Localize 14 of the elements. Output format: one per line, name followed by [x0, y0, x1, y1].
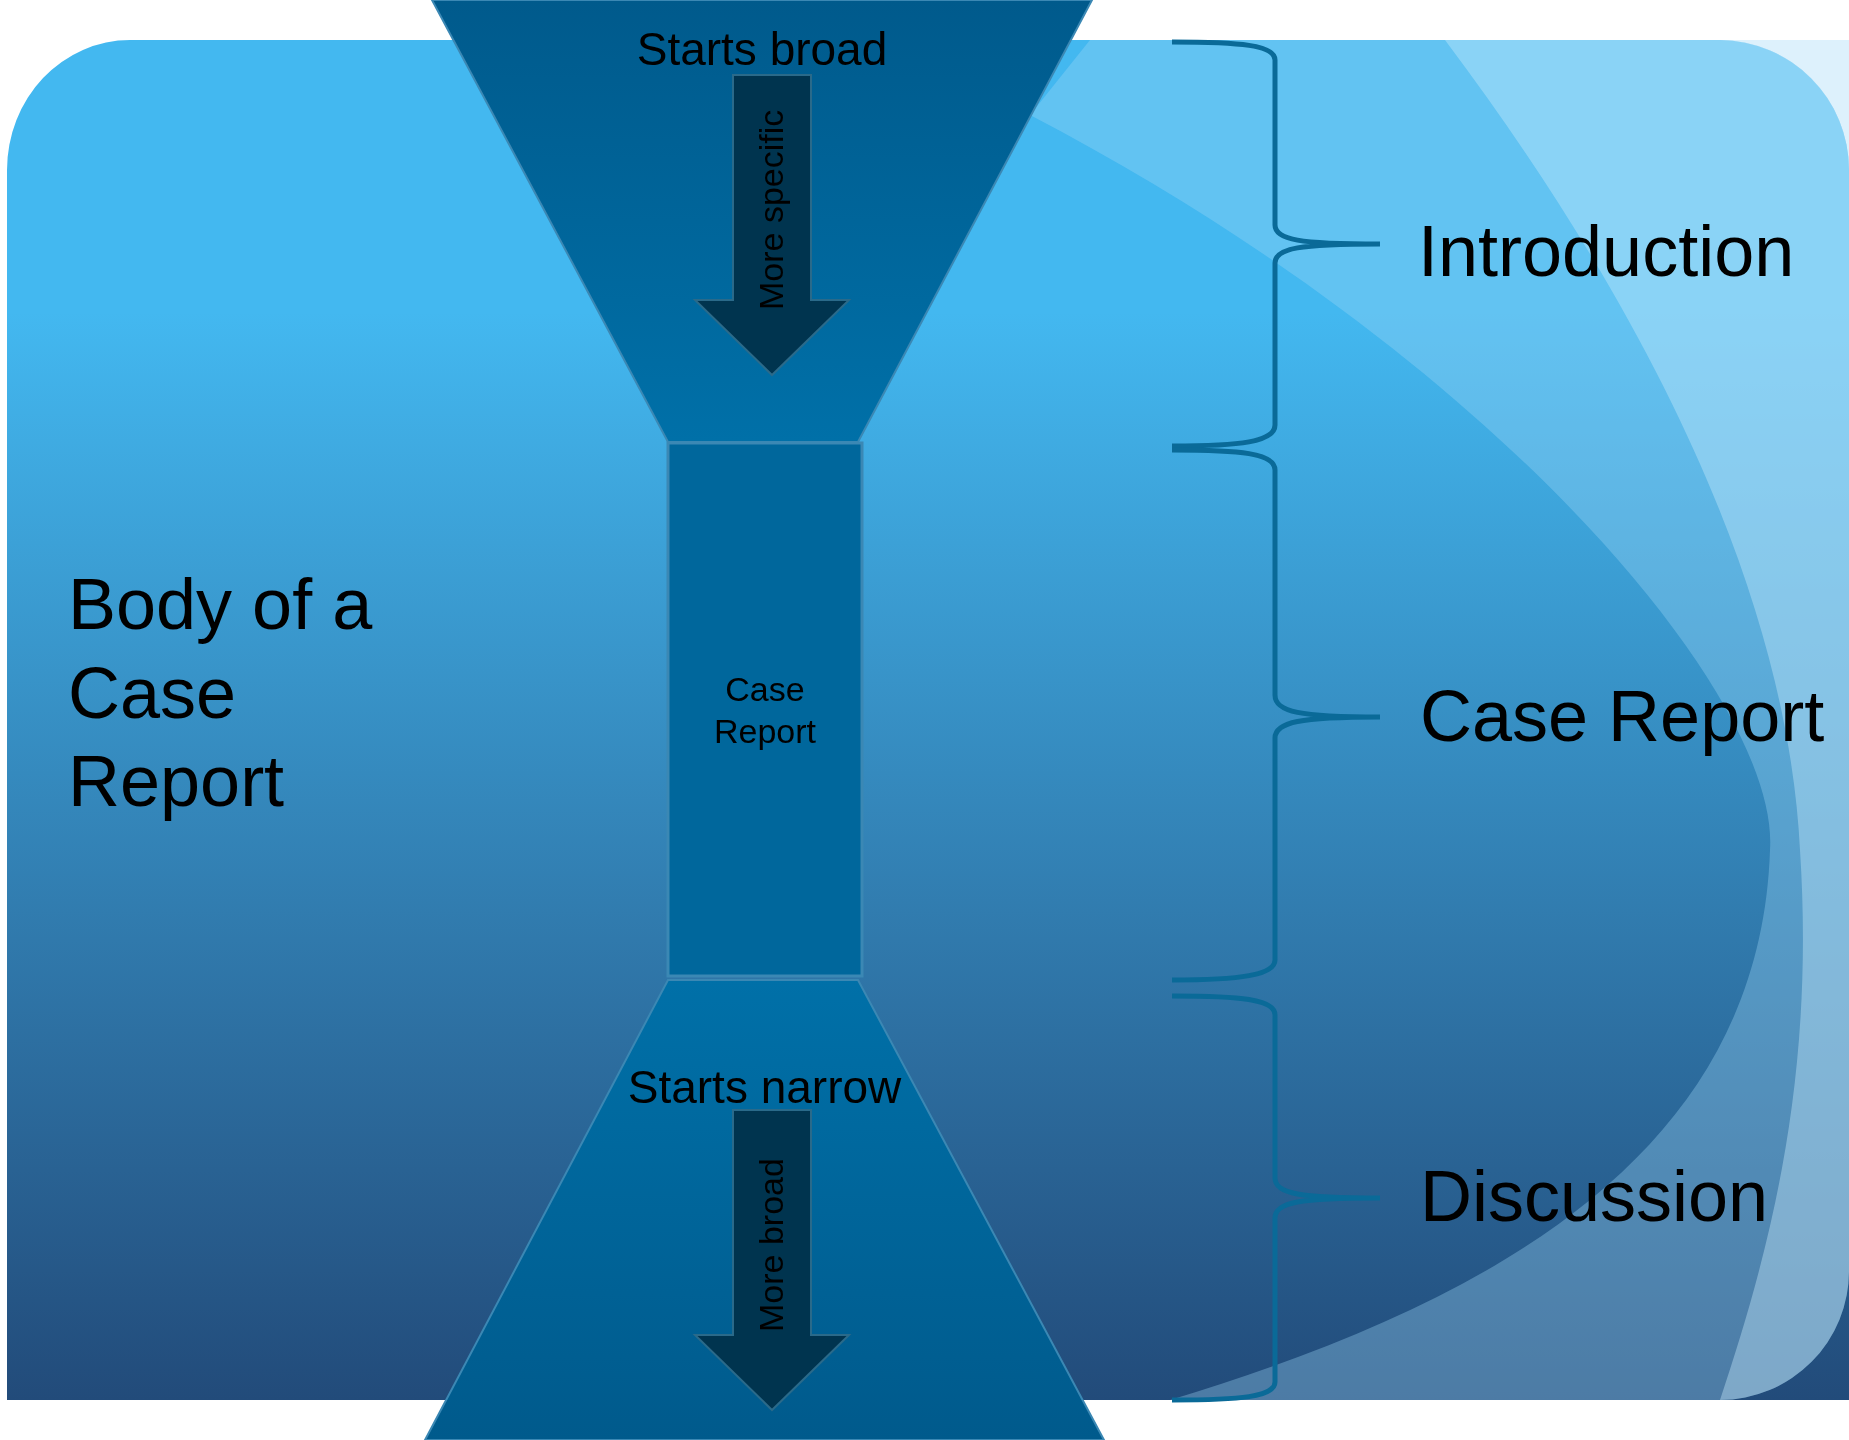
node-label: More specific: [751, 108, 791, 313]
section-label: Introduction: [1418, 210, 1795, 292]
section-label: Body of a Case Report: [68, 563, 374, 824]
funnel-shape: [432, 0, 1092, 442]
funnel-shape: [425, 980, 1104, 1440]
section-label: Discussion: [1420, 1155, 1769, 1237]
node-label: Starts narrow: [626, 1060, 903, 1114]
block-arrow: [695, 75, 849, 375]
block-arrow: [695, 1110, 849, 1410]
node-label: Case Report: [712, 668, 818, 752]
section-label: Case Report: [1420, 675, 1825, 757]
process-box: [668, 443, 862, 976]
node-label: Starts broad: [635, 22, 889, 76]
node-label: More broad: [751, 1157, 791, 1334]
